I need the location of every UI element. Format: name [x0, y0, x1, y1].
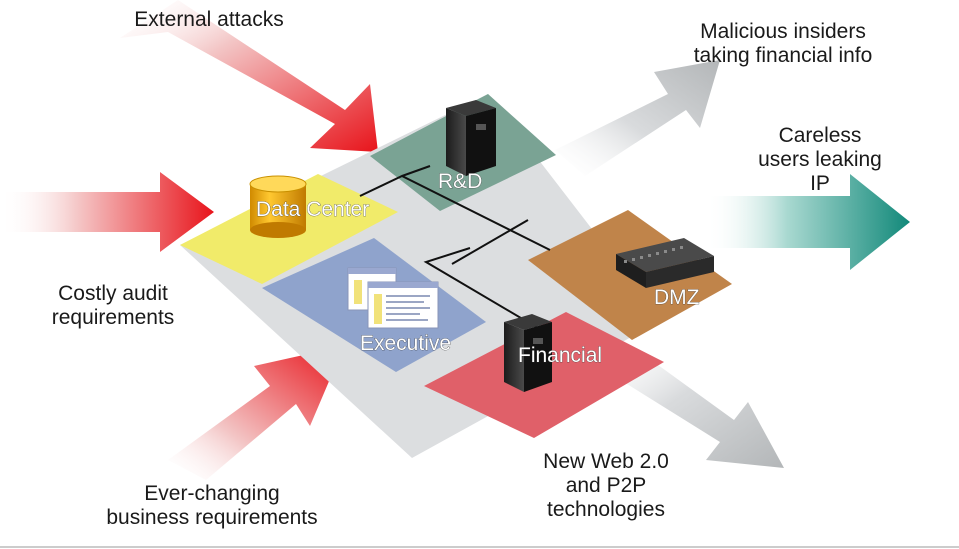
dmz-label: DMZ [654, 286, 700, 309]
costly-audit-line1: Costly audit [58, 282, 168, 305]
web20-label: New Web 2.0 and P2P technologies [506, 450, 706, 522]
ever-changing-label: Ever-changing business requirements [80, 482, 344, 530]
rd-label: R&D [438, 170, 482, 193]
costly-audit-label: Costly audit requirements [18, 282, 208, 330]
network-lines [359, 165, 551, 335]
network-switch-icon [616, 238, 714, 288]
external-attacks-arrow [120, 0, 378, 152]
web20-line2: and P2P [565, 474, 647, 497]
malicious-insiders-arrow [555, 60, 720, 176]
malicious-insiders-line1: Malicious insiders [700, 20, 866, 43]
documents-icon [347, 267, 439, 329]
malicious-insiders-line2: taking financial info [693, 44, 873, 67]
ever-changing-line2: business requirements [106, 506, 318, 529]
web20-line3: technologies [547, 498, 665, 521]
executive-label: Executive [360, 332, 451, 355]
data-center-label: Data Center [256, 198, 369, 221]
financial-label: Financial [518, 344, 602, 367]
external-attacks-text: External attacks [134, 8, 284, 31]
careless-users-line3: IP [810, 172, 830, 195]
costly-audit-line2: requirements [51, 306, 175, 329]
financial-server-icon [504, 314, 552, 392]
database-icon [249, 175, 307, 238]
rd-server-icon [446, 100, 496, 176]
ever-changing-line1: Ever-changing [144, 482, 280, 505]
careless-users-arrow [706, 174, 910, 270]
malicious-insiders-label: Malicious insiders taking financial info [668, 20, 898, 68]
careless-users-line2: users leaking [758, 148, 882, 171]
web20-line1: New Web 2.0 [543, 450, 669, 473]
careless-users-label: Careless users leaking IP [726, 124, 914, 196]
costly-audit-arrow [0, 172, 214, 252]
careless-users-line1: Careless [778, 124, 862, 147]
ever-changing-arrow [168, 346, 344, 480]
external-attacks-label: External attacks [106, 8, 312, 32]
bottom-divider [0, 546, 959, 548]
